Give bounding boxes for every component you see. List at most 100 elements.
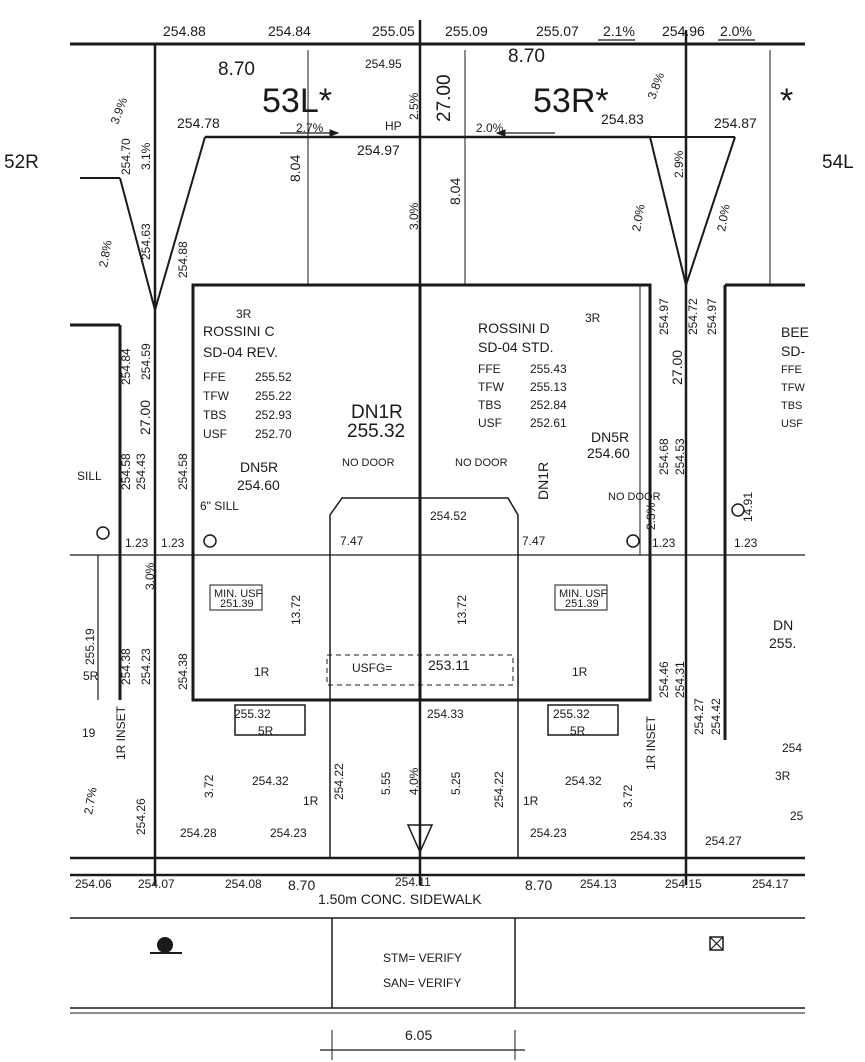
right-riser: 3R (585, 311, 601, 325)
elev-front-5: 254.23 (530, 826, 567, 840)
partial-sd: SD- (781, 343, 805, 359)
elev-v-13: 254.72 (686, 298, 700, 335)
elev-v-7: 254.43 (134, 453, 148, 490)
box-19: 19 (82, 726, 96, 740)
usfg-value: 253.11 (428, 657, 470, 673)
right-min-usf-box (554, 584, 608, 611)
left-1r: 1R (303, 794, 319, 808)
partial-dn-elev: 255. (769, 635, 796, 651)
grade-diag-5: 2.8% (96, 239, 115, 269)
elev-top-2: 254.84 (268, 23, 311, 39)
right-dn-label: DN5R (591, 429, 629, 445)
driveway-width: 6.05 (405, 1027, 432, 1043)
left-tfw: 255.22 (255, 389, 292, 403)
right-tfw-label: TFW (478, 380, 505, 394)
sw-elev-5: 254.13 (580, 877, 617, 891)
side-depth-right: 27.00 (669, 350, 685, 385)
right-min-usf: 251.39 (565, 598, 599, 610)
elev-v-22: 254.22 (492, 771, 506, 808)
right-ffe: 255.43 (530, 362, 567, 376)
rear-left-corner: 254.78 (177, 115, 220, 131)
left-dn-elev: 254.60 (237, 477, 280, 493)
elev-front-6: 254.33 (630, 829, 667, 843)
garage-front-elev: 254.52 (430, 509, 467, 523)
right-no-door: NO DOOR (608, 491, 661, 503)
elev-v-6: 254.58 (119, 453, 133, 490)
center-dn1r-vert: DN1R (535, 462, 551, 500)
partial-tbs: TBS (781, 400, 802, 412)
side-dim-1491: 14.91 (741, 492, 755, 522)
right-usf-label: USF (478, 416, 502, 430)
partial-tfw: TFW (781, 382, 805, 394)
left-tbs-label: TBS (203, 408, 226, 422)
partial-ffe: FFE (781, 364, 802, 376)
left-tbs: 252.93 (255, 408, 292, 422)
sw-elev-4: 254.11 (395, 875, 431, 889)
left-tfw-label: TFW (203, 389, 230, 403)
elev-v-2: 254.63 (139, 223, 153, 260)
grade-arrows (280, 39, 755, 137)
hp-elev: 254.97 (357, 142, 400, 158)
elev-v-14: 254.97 (705, 298, 719, 335)
elev-top-6: 254.96 (662, 23, 705, 39)
partial-usf: USF (781, 418, 803, 430)
left-model: ROSSINI C (203, 323, 275, 339)
drive-top-elev: 254.33 (427, 707, 464, 721)
elev-top-1: 254.88 (163, 23, 206, 39)
plan-linework (70, 20, 805, 1060)
left-riser: 3R (236, 307, 252, 321)
center-no-door-1: NO DOOR (342, 457, 395, 469)
sw-elev-6: 254.15 (665, 877, 702, 891)
grade-diag-6: 2.0% (629, 203, 648, 233)
setback-3: 1.23 (652, 536, 676, 550)
left-5r: 5R (83, 669, 99, 683)
left-min-usf-box (209, 584, 263, 611)
elev-front-2: 254.32 (565, 774, 602, 788)
san-label: SAN= VERIFY (383, 976, 461, 990)
partial-model: BEE (781, 324, 809, 340)
elev-v-9: 254.38 (119, 648, 133, 685)
width-left-top: 8.70 (218, 59, 255, 80)
left-min-usf-label: MIN. USF (214, 588, 263, 600)
rear-right-corner: 254.83 (601, 111, 644, 127)
left-porch: 255.32 (234, 707, 271, 721)
usfg-label: USFG= (352, 661, 392, 675)
elev-v-8: 254.58 (176, 453, 190, 490)
elev-v-5: 254.59 (139, 343, 153, 380)
grade-rear-left: 2.7% (296, 121, 324, 135)
partial-25: 25 (790, 809, 804, 823)
right-min-usf-label: MIN. USF (559, 588, 608, 600)
elev-front-8: 254.26 (134, 798, 148, 835)
grade-side-left: 3.0% (143, 562, 157, 590)
grade-top-1: 2.1% (603, 23, 635, 39)
left-ffe: 255.52 (255, 370, 292, 384)
elev-front-3: 254.28 (180, 826, 217, 840)
grade-top-2: 2.0% (720, 23, 752, 39)
right-3r: 3R (775, 769, 791, 783)
lot-label-53l: 53L* (262, 82, 332, 120)
right-tbs-label: TBS (478, 398, 501, 412)
elev-v-4: 254.84 (119, 348, 133, 385)
elev-v-1: 254.70 (119, 138, 133, 175)
drive-len-b: 5.25 (449, 771, 463, 795)
right-model: ROSSINI D (478, 320, 550, 336)
elev-v-10: 254.23 (139, 648, 153, 685)
sw-elev-2: 254.07 (138, 877, 175, 891)
grade-rear-center: 2.5% (407, 92, 421, 120)
left-usf-label: USF (203, 427, 227, 441)
inset-right: 1R INSET (644, 715, 658, 770)
setback-1: 1.23 (125, 536, 149, 550)
left-sill-label: SILL (77, 469, 102, 483)
elev-v-11: 254.38 (176, 653, 190, 690)
stm-label: STM= VERIFY (383, 951, 462, 965)
elev-v-23: 255.19 (83, 628, 97, 665)
left-usf: 252.70 (255, 427, 292, 441)
left-min-usf: 251.39 (220, 598, 254, 610)
elev-v-17: 254.46 (657, 661, 671, 698)
elev-top-7: 254.95 (365, 57, 402, 71)
right-riser2: 1R (572, 665, 588, 679)
grade-side-right: 2.3% (644, 502, 658, 530)
grade-rear-right: 2.0% (476, 121, 504, 135)
right-spec: SD-04 STD. (478, 339, 553, 355)
depth-center: 13.72 (455, 595, 469, 625)
